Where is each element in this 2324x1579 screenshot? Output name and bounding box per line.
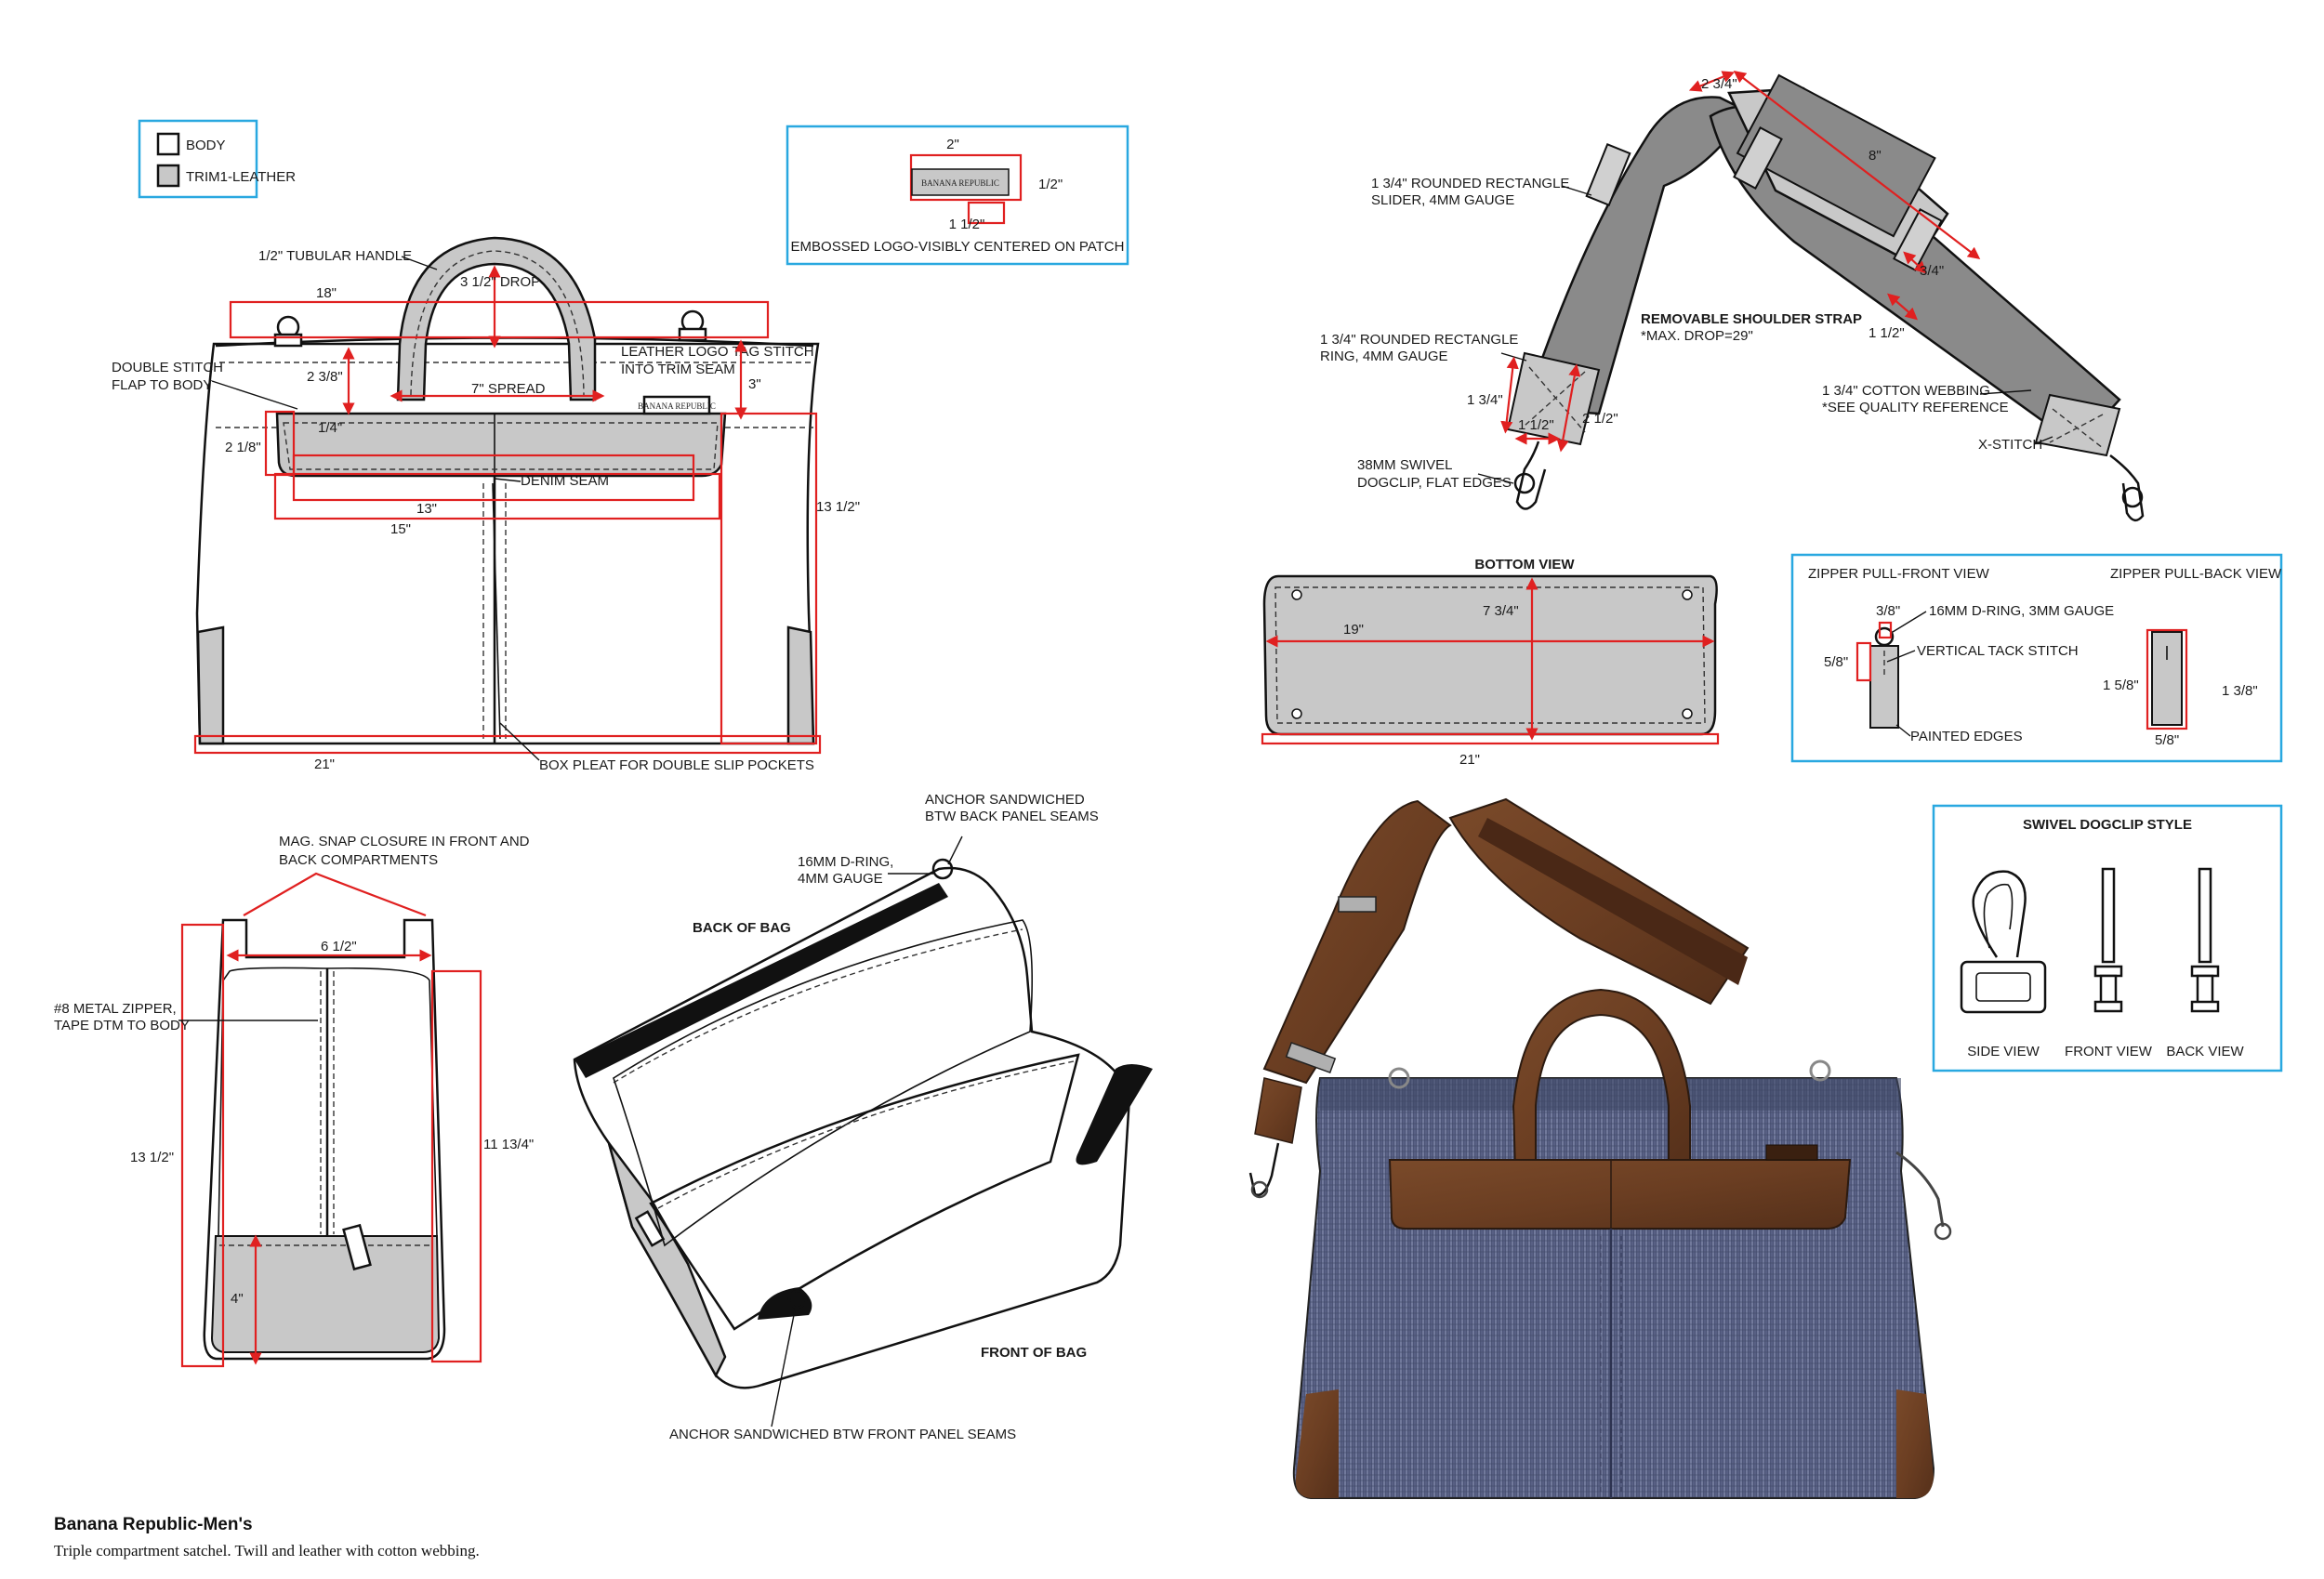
dogclip-title: SWIVEL DOGCLIP STYLE	[2023, 817, 2192, 833]
mag-snap-label-2: BACK COMPARTMENTS	[279, 852, 438, 868]
front-of-bag-label: FRONT OF BAG	[981, 1345, 1087, 1361]
handle-label: 1/2" TUBULAR HANDLE	[258, 248, 412, 264]
dim-3: 3"	[748, 376, 761, 392]
shoulder-strap: 2 3/4" 8" 1 3/4" ROUNDED RECTANGLE SLIDE…	[1320, 70, 2145, 521]
dim-2-3-8: 2 3/8"	[307, 369, 343, 385]
open-dring-label-1: 16MM D-RING,	[798, 854, 893, 870]
double-stitch-label-2: FLAP TO BODY	[112, 377, 212, 393]
open-dring-label-2: 4MM GAUGE	[798, 871, 883, 887]
zipper-dring-label: 16MM D-RING, 3MM GAUGE	[1929, 603, 2114, 619]
dogclip-detail: SWIVEL DOGCLIP STYLE SIDE VIEW FRONT VIE…	[1932, 804, 2283, 1072]
strap-dim-8: 8"	[1868, 148, 1882, 164]
dim-drop: 3 1/2" DROP	[460, 274, 540, 290]
zipper-label-2: TAPE DTM TO BODY	[54, 1018, 190, 1033]
bottom-dim-19: 19"	[1343, 622, 1364, 638]
webbing-label-2: *SEE QUALITY REFERENCE	[1822, 400, 2009, 415]
zipper-front-title: ZIPPER PULL-FRONT VIEW	[1808, 566, 1990, 582]
zipper-label-1: #8 METAL ZIPPER,	[54, 1001, 177, 1017]
swivel-label-2: DOGCLIP, FLAT EDGES	[1357, 475, 1512, 491]
logo-brand-text: BANANA REPUBLIC	[921, 178, 999, 188]
legend-body-label: BODY	[186, 138, 226, 153]
dim-2-1-8: 2 1/8"	[225, 440, 261, 455]
swivel-label-1: 38MM SWIVEL	[1357, 457, 1453, 473]
side-dim-6-1-2: 6 1/2"	[321, 939, 357, 954]
dim-13: 13"	[416, 501, 437, 517]
box-pleat-label: BOX PLEAT FOR DOUBLE SLIP POCKETS	[539, 757, 814, 773]
logo-height-label: 1/2"	[1038, 177, 1063, 192]
color-rendering	[1248, 797, 1952, 1499]
dogclip-back-label: BACK VIEW	[2166, 1044, 2244, 1059]
side-dim-11-13-4: 11 13/4"	[483, 1137, 534, 1152]
dim-1-4: 1/4"	[318, 420, 342, 436]
dim-21: 21"	[314, 757, 335, 772]
anchor-back-label-1: ANCHOR SANDWICHED	[925, 792, 1085, 808]
slider-label-2: SLIDER, 4MM GAUGE	[1371, 192, 1514, 208]
denim-seam-label: DENIM SEAM	[521, 473, 609, 489]
slider-label-1: 1 3/4" ROUNDED RECTANGLE	[1371, 176, 1569, 191]
strap-dim-1-3-4: 1 3/4"	[1467, 392, 1503, 408]
logo-patch-detail: 2" BANANA REPUBLIC 1/2" 1 1/2" EMBOSSED …	[786, 125, 1129, 266]
open-bag-view: ANCHOR SANDWICHED BTW BACK PANEL SEAMS 1…	[573, 792, 1153, 1442]
footer-title: Banana Republic-Men's	[54, 1515, 253, 1534]
footer-description: Triple compartment satchel. Twill and le…	[54, 1542, 480, 1559]
logo-tack-label-1: LEATHER LOGO TAG STITCH	[621, 344, 814, 360]
legend-trim-label: TRIM1-LEATHER	[186, 169, 296, 185]
zipper-dim-1-3-8: 1 3/8"	[2222, 683, 2258, 699]
dim-15: 15"	[390, 521, 411, 537]
side-dim-4: 4"	[231, 1291, 244, 1307]
strap-dim-1-1-2-b: 1 1/2"	[1518, 417, 1554, 433]
webbing-label-1: 1 3/4" COTTON WEBBING	[1822, 383, 1990, 399]
double-stitch-label-1: DOUBLE STITCH	[112, 360, 223, 375]
dim-18: 18"	[316, 285, 337, 301]
strap-dim-2-3-4: 2 3/4"	[1701, 76, 1737, 92]
zipper-dim-1-5-8: 1 5/8"	[2103, 678, 2139, 693]
zipper-dim-3-8: 3/8"	[1876, 603, 1900, 619]
ring-label-2: RING, 4MM GAUGE	[1320, 349, 1448, 364]
zipper-dim-5-8: 5/8"	[1824, 654, 1848, 670]
back-of-bag-label: BACK OF BAG	[693, 920, 791, 936]
bottom-dim-21: 21"	[1459, 752, 1480, 768]
xstitch-label: X-STITCH	[1978, 437, 2042, 453]
front-view-bag: BANANA REPUBLIC 18" 3 1/2" DROP 1/2" TUB…	[112, 236, 860, 773]
front-logo-tag-text: BANANA REPUBLIC	[638, 401, 716, 411]
legend: BODY TRIM1-LEATHER	[138, 119, 296, 199]
logo-caption: EMBOSSED LOGO-VISIBLY CENTERED ON PATCH	[791, 239, 1125, 255]
dogclip-side-label: SIDE VIEW	[1967, 1044, 2040, 1059]
side-dim-13-1-2: 13 1/2"	[130, 1150, 174, 1165]
mag-snap-label-1: MAG. SNAP CLOSURE IN FRONT AND	[279, 834, 530, 849]
logo-inner-label: 1 1/2"	[949, 217, 985, 232]
strap-dim-3-4: 3/4"	[1920, 263, 1944, 279]
bottom-view: BOTTOM VIEW 7 3/4" 19" 21"	[1261, 557, 1720, 768]
strap-max-drop: *MAX. DROP=29"	[1641, 328, 1753, 344]
logo-tack-label-2: INTO TRIM SEAM	[621, 362, 735, 377]
bottom-view-title: BOTTOM VIEW	[1474, 557, 1575, 572]
dim-spread: 7" SPREAD	[471, 381, 546, 397]
strap-title: REMOVABLE SHOULDER STRAP	[1641, 311, 1862, 327]
zipper-dim-5-8-b: 5/8"	[2155, 732, 2179, 748]
bottom-dim-7-3-4: 7 3/4"	[1483, 603, 1519, 619]
strap-dim-1-1-2: 1 1/2"	[1868, 325, 1905, 341]
zipper-vertical-label: VERTICAL TACK STITCH	[1917, 643, 2079, 659]
zipper-painted-label: PAINTED EDGES	[1910, 729, 2023, 744]
zipper-pull-detail: ZIPPER PULL-FRONT VIEW ZIPPER PULL-BACK …	[1790, 553, 2283, 763]
dogclip-front-label: FRONT VIEW	[2065, 1044, 2153, 1059]
anchor-back-label-2: BTW BACK PANEL SEAMS	[925, 809, 1099, 824]
side-view-bag: 6 1/2" MAG. SNAP CLOSURE IN FRONT AND BA…	[54, 834, 534, 1368]
dim-13-1-2: 13 1/2"	[816, 499, 860, 515]
ring-label-1: 1 3/4" ROUNDED RECTANGLE	[1320, 332, 1518, 348]
anchor-front-label: ANCHOR SANDWICHED BTW FRONT PANEL SEAMS	[669, 1427, 1016, 1442]
zipper-back-title: ZIPPER PULL-BACK VIEW	[2110, 566, 2282, 582]
strap-dim-2-1-2: 2 1/2"	[1582, 411, 1618, 427]
logo-width-label: 2"	[946, 137, 959, 152]
